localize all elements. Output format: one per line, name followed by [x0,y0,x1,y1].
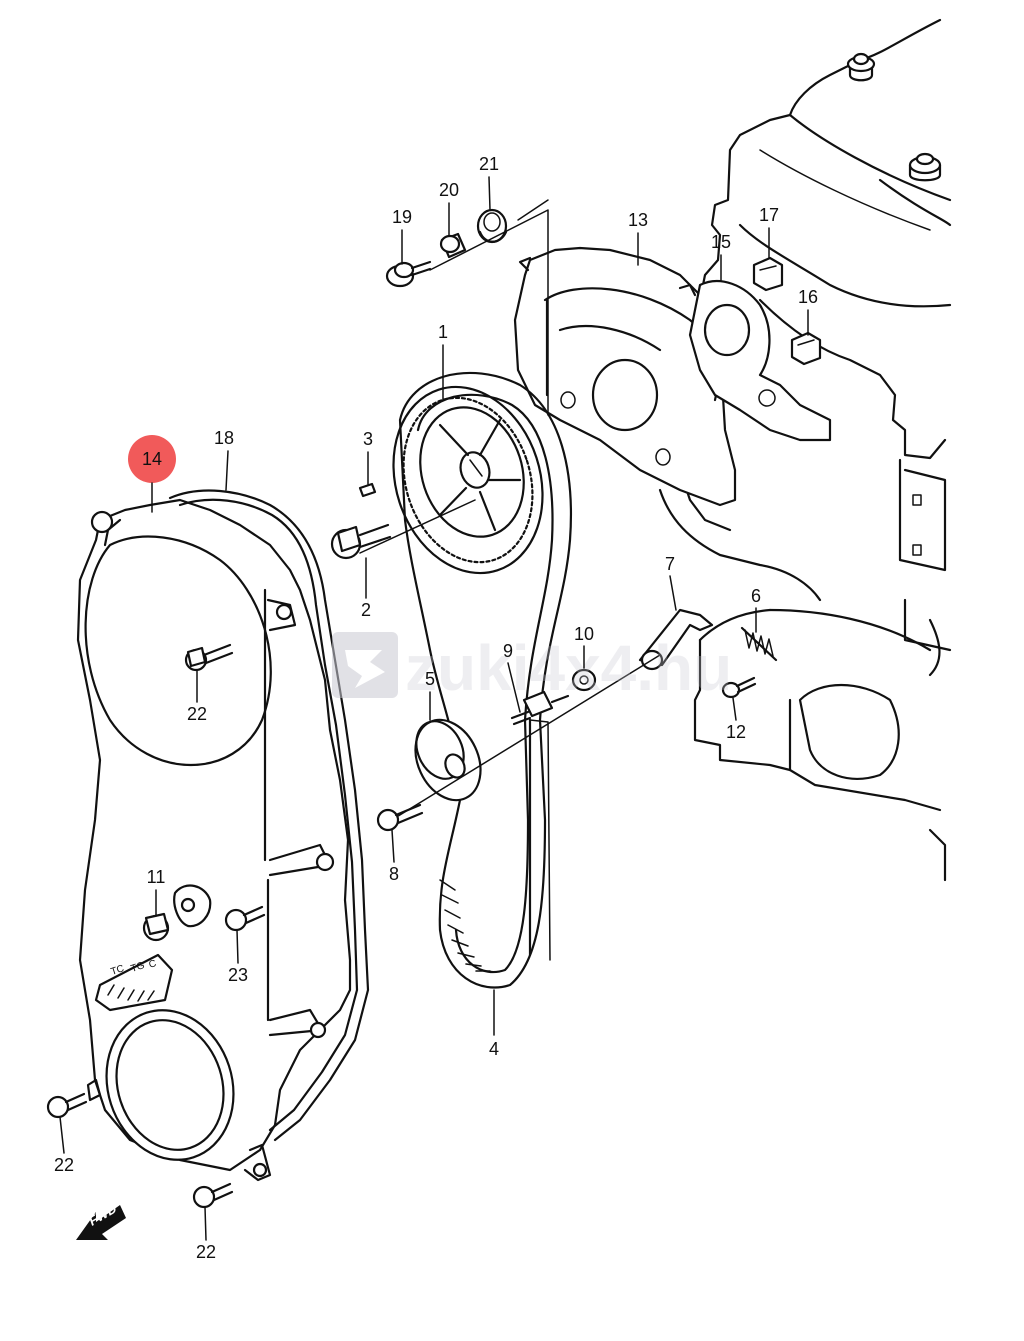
callout-number: 15 [711,232,731,252]
forward-direction-arrow: FWD [76,1201,126,1240]
bolt-22-bottom [192,1182,234,1209]
gasket-15 [688,280,832,442]
callout-7[interactable]: 7 [665,554,677,611]
bolt-22-upper [184,643,234,672]
engine-block [658,18,952,882]
callout-number: 19 [392,207,412,227]
callout-20[interactable]: 20 [439,180,459,237]
callout-number: 2 [361,600,371,620]
callout-number: 8 [389,864,399,884]
key-3 [358,482,377,498]
watermark-text: zuki4x4.hu [405,632,732,704]
callout-22-bottom[interactable]: 22 [196,1206,216,1262]
callout-1[interactable]: 1 [438,322,448,401]
callout-number: 3 [363,429,373,449]
callout-4[interactable]: 4 [489,989,499,1059]
callout-3[interactable]: 3 [363,429,373,485]
svg-text:TG: TG [130,960,147,975]
callout-17[interactable]: 17 [759,205,779,259]
callout-13[interactable]: 13 [628,210,648,266]
clip-17 [752,256,784,292]
callout-number: 17 [759,205,779,225]
callout-11[interactable]: 11 [147,867,166,917]
callout-8[interactable]: 8 [389,829,399,884]
bolt-22-left [46,1092,88,1119]
callout-12[interactable]: 12 [726,697,746,742]
callout-number: 11 [147,867,166,887]
callout-number: 13 [628,210,648,230]
callout-9[interactable]: 9 [503,641,521,713]
pulley-bolt-2 [330,523,392,560]
svg-text:C: C [148,958,158,971]
front-timing-cover: TC TG C [76,498,352,1182]
callout-15[interactable]: 15 [711,232,731,281]
callout-number: 12 [726,722,746,742]
callout-2[interactable]: 2 [361,557,371,620]
callout-number: 1 [438,322,448,342]
callout-21[interactable]: 21 [479,154,499,211]
tensioner-spring-6 [740,626,778,662]
clip-16 [790,331,822,366]
callout-19[interactable]: 19 [392,207,412,265]
callout-number: 7 [665,554,675,574]
callout-number: 9 [503,641,513,661]
grommet-21 [476,208,508,244]
callout-number: 18 [214,428,234,448]
callout-number: 6 [751,586,761,606]
callout-number: 16 [798,287,818,307]
front-cover-gasket-18 [168,489,370,1142]
callout-number: 22 [187,704,207,724]
callout-22-upper[interactable]: 22 [187,669,207,724]
timing-belt [398,371,573,989]
tensioner-stud-9 [510,690,570,726]
rear-timing-cover [513,246,737,507]
washer-10 [571,668,597,692]
nut-11 [142,912,170,942]
callout-number: 22 [196,1242,216,1262]
watermark: zuki4x4.hu [332,632,732,704]
bolt-23 [224,905,266,932]
bolt-8 [376,803,424,832]
bolt-12 [721,676,757,699]
callout-number: 22 [54,1155,74,1175]
callout-number: 23 [228,965,248,985]
callout-5[interactable]: 5 [425,669,435,721]
callout-16[interactable]: 16 [798,287,818,336]
svg-text:TC: TC [110,963,126,978]
callout-number: 4 [489,1039,499,1059]
callout-10[interactable]: 10 [574,624,594,669]
callout-labels: 1 2 3 4 5 6 7 8 [54,154,818,1262]
callout-6[interactable]: 6 [751,586,761,633]
highlight-circle [128,435,176,483]
callout-number: 20 [439,180,459,200]
tensioner-pulley [414,718,482,802]
callout-18[interactable]: 18 [214,428,234,491]
camshaft-pulley [392,385,544,575]
spacer-20 [439,232,467,259]
highlight-number: 14 [142,449,162,469]
highlighted-callout-14[interactable]: 14 [128,435,176,513]
callout-number: 10 [574,624,594,644]
bolt-19 [385,260,432,288]
callout-number: 5 [425,669,435,689]
callout-22-left[interactable]: 22 [54,1116,74,1175]
callout-23[interactable]: 23 [228,929,248,985]
callout-number: 21 [479,154,499,174]
